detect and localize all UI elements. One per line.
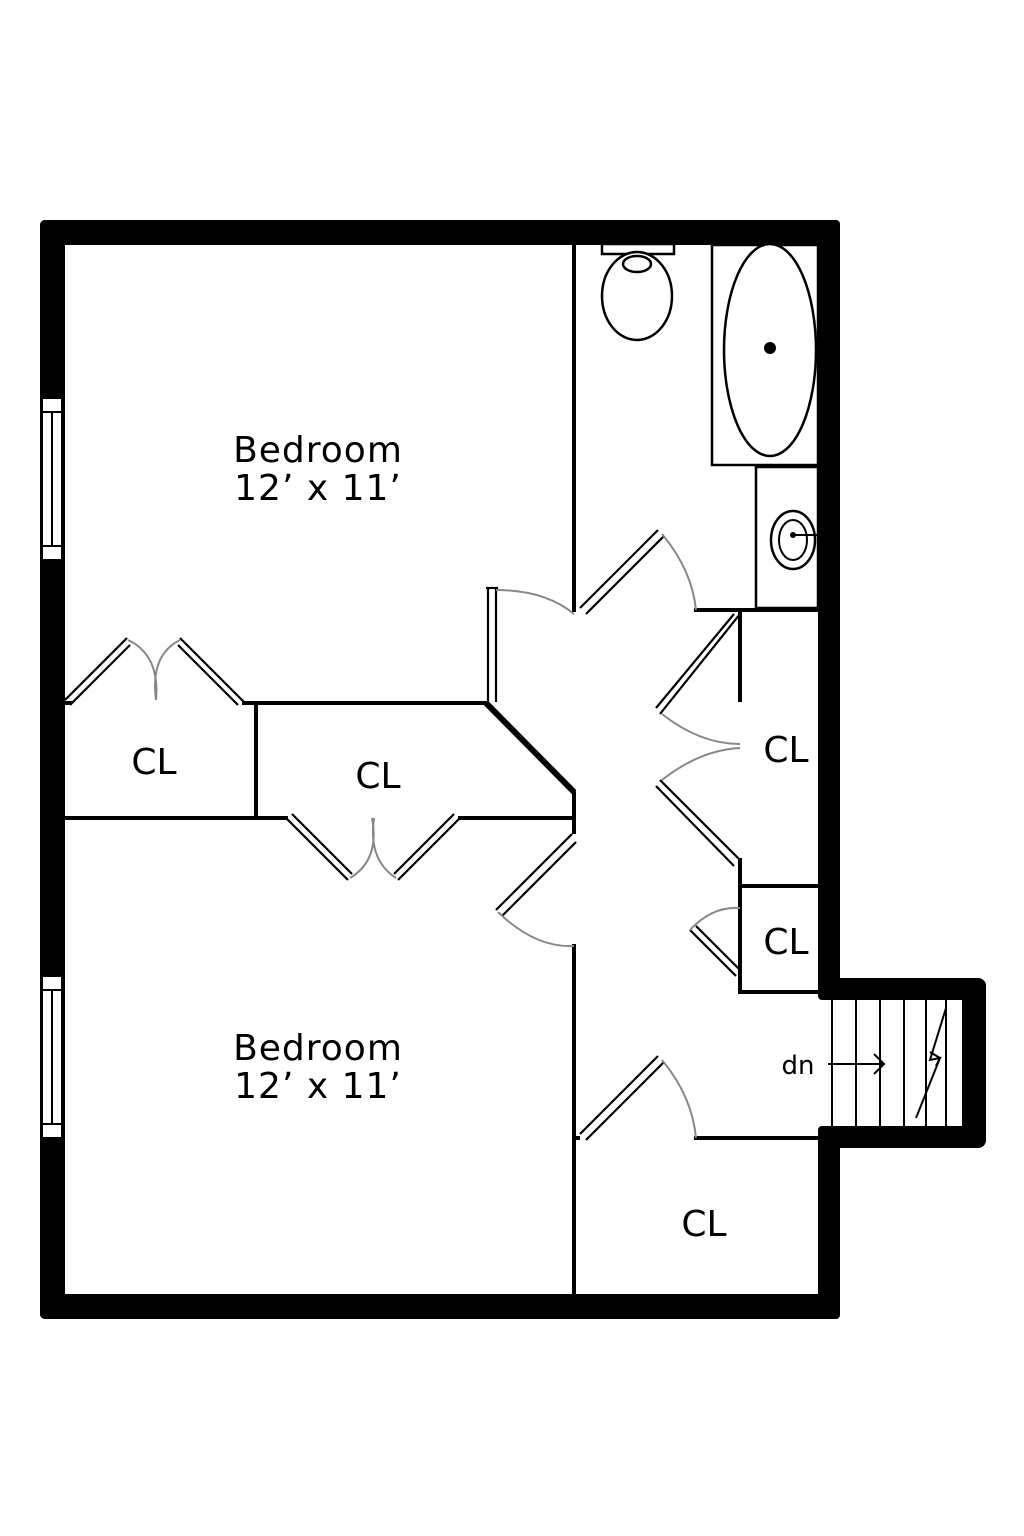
bedroom-bottom-door[interactable] xyxy=(495,833,577,948)
bedroom-bottom-name: Bedroom xyxy=(233,1028,403,1069)
stairs-down-label: dn xyxy=(782,1051,815,1081)
interior-walls xyxy=(63,243,820,1296)
closet-right-bifold-door[interactable] xyxy=(655,613,741,867)
closet-bottom-right-label: CL xyxy=(681,1204,726,1245)
stair-break-icon xyxy=(915,1007,947,1119)
window-bottom xyxy=(41,975,63,1139)
bedroom-top-name: Bedroom xyxy=(233,430,403,471)
bedroom-bottom-size: 12’ x 11’ xyxy=(234,1066,402,1107)
exterior-walls xyxy=(40,220,986,1319)
closet-left-label: CL xyxy=(131,742,176,783)
closet-right-upper-label: CL xyxy=(763,730,808,771)
bathroom-door[interactable] xyxy=(579,529,697,615)
bedroom-top-size: 12’ x 11’ xyxy=(234,468,402,509)
closet-left-bifold-door[interactable] xyxy=(64,637,245,706)
closet-right-small-label: CL xyxy=(763,922,808,963)
closet-middle-label: CL xyxy=(355,756,400,797)
stairs xyxy=(828,1000,947,1126)
closet-bottom-right-door[interactable] xyxy=(579,1055,697,1141)
closet-small-door[interactable] xyxy=(689,906,741,977)
bedroom-top-door[interactable] xyxy=(486,586,575,702)
window-top xyxy=(41,397,63,561)
stairs-down-arrow-icon xyxy=(828,1053,886,1075)
closet-middle-bifold-door[interactable] xyxy=(285,813,461,881)
sink-icon xyxy=(754,465,820,610)
bathtub-icon xyxy=(710,242,820,467)
toilet-icon xyxy=(600,242,676,342)
